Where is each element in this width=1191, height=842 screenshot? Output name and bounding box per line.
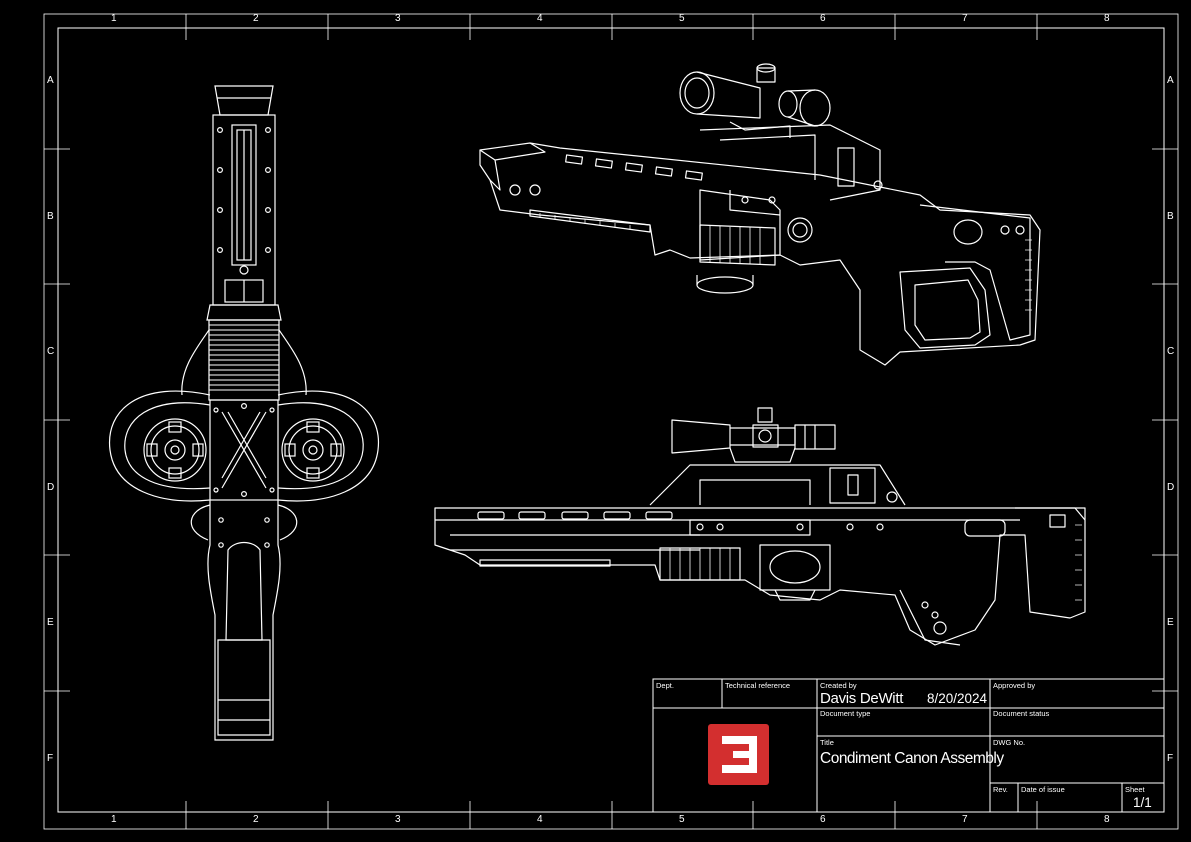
- column-ticks: [185, 14, 1038, 829]
- zone-row-c-left: C: [47, 346, 55, 357]
- zone-row-d-left: D: [47, 482, 55, 493]
- zone-col-2-bottom: 2: [253, 814, 259, 825]
- zone-col-7-top: 7: [962, 13, 968, 24]
- zone-col-8-bottom: 8: [1104, 814, 1110, 825]
- created-by-value: Davis DeWitt: [820, 690, 904, 707]
- top-view: [108, 85, 380, 741]
- isometric-view: [479, 63, 1041, 366]
- zone-row-b-right: B: [1167, 211, 1174, 222]
- zone-row-f-right: F: [1167, 753, 1174, 764]
- zone-col-4-bottom: 4: [537, 814, 543, 825]
- zone-col-3-bottom: 3: [395, 814, 401, 825]
- zone-col-2-top: 2: [253, 13, 259, 24]
- inner-frame: [57, 27, 1165, 813]
- zone-col-8-top: 8: [1104, 13, 1110, 24]
- zone-col-6-top: 6: [820, 13, 826, 24]
- title-block-grid: [652, 678, 1165, 813]
- dept-label: Dept.: [656, 681, 674, 690]
- zone-col-5-bottom: 5: [679, 814, 685, 825]
- document-type-label: Document type: [820, 709, 871, 718]
- created-date: 8/20/2024: [927, 691, 988, 706]
- technical-reference-label: Technical reference: [725, 681, 791, 690]
- zone-col-1-bottom: 1: [111, 814, 117, 825]
- document-status-label: Document status: [993, 709, 1050, 718]
- zone-row-a-right: A: [1167, 75, 1174, 86]
- approved-by-label: Approved by: [993, 681, 1036, 690]
- zone-row-e-right: E: [1167, 617, 1174, 628]
- zone-row-a-left: A: [47, 75, 54, 86]
- zone-col-4-top: 4: [537, 13, 543, 24]
- created-by-label: Created by: [820, 681, 857, 690]
- zone-col-5-top: 5: [679, 13, 685, 24]
- zone-col-3-top: 3: [395, 13, 401, 24]
- zone-col-6-bottom: 6: [820, 814, 826, 825]
- zone-row-b-left: B: [47, 211, 54, 222]
- sheet-value: 1/1: [1133, 795, 1152, 810]
- zone-row-e-left: E: [47, 617, 54, 628]
- title-label: Title: [820, 738, 834, 747]
- zone-row-c-right: C: [1167, 346, 1175, 357]
- zone-row-f-left: F: [47, 753, 54, 764]
- sheet-label: Sheet: [1125, 785, 1145, 794]
- row-ticks: [44, 148, 1178, 692]
- zone-row-d-right: D: [1167, 482, 1175, 493]
- outer-frame: [43, 13, 1179, 830]
- rev-label: Rev.: [993, 785, 1008, 794]
- zone-col-7-bottom: 7: [962, 814, 968, 825]
- date-of-issue-label: Date of issue: [1021, 785, 1065, 794]
- dwg-no-label: DWG No.: [993, 738, 1026, 747]
- company-logo-icon: [708, 724, 769, 785]
- zone-col-1-top: 1: [111, 13, 117, 24]
- drawing-title: Condiment Canon Assembly: [820, 750, 1004, 767]
- side-view: [434, 407, 1086, 646]
